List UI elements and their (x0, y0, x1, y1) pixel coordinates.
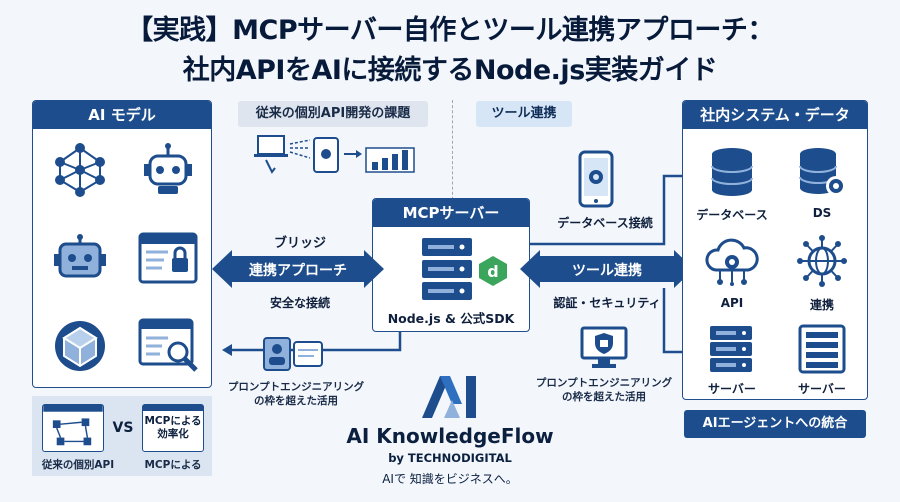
server-stack-icon (418, 236, 476, 302)
profile-card-icon (262, 334, 324, 374)
secure-window-icon (138, 232, 198, 284)
tool-link-arrow (520, 250, 694, 288)
internal-systems-header: 社内システム・データ (683, 101, 867, 129)
bridge-band-label: 連携アプローチ (249, 263, 347, 279)
secure-monitor-icon (580, 326, 628, 370)
brand-by: by TECHNODIGITAL (388, 451, 512, 465)
server-icon (708, 324, 754, 374)
mcp-server-header: MCPサーバー (373, 199, 529, 227)
nodejs-logo-icon: d (476, 254, 510, 288)
mcp-efficiency-box: MCPによる 効率化 (142, 404, 204, 452)
mcp-efficiency-text: MCPによる 効率化 (144, 415, 202, 440)
right-item-label-3: 連携 (809, 298, 834, 312)
title-line-2: 社内APIをAIに接続するNode.js実装ガイド (182, 55, 718, 86)
cloud-gear-icon (702, 236, 762, 286)
server-rack-icon (798, 324, 846, 374)
brand-name: AI KnowledgeFlow (346, 424, 554, 448)
robot-head-icon (140, 142, 196, 198)
auth-security-label: 認証・セキュリティ (553, 296, 661, 310)
agent-integration-tag: AIエージェントへの統合 (684, 410, 866, 438)
right-item-label-0: データベース (696, 208, 768, 222)
cube-model-icon (52, 318, 108, 374)
globe-network-icon (796, 234, 848, 288)
legacy-api-label: 従来の個別API (41, 459, 115, 471)
right-item-label-1: DS (812, 206, 832, 220)
robot-face-icon (52, 234, 108, 284)
tool-link-band-label: ツール連携 (572, 263, 642, 279)
challenge-tag: 従来の個別API開発の課題 (238, 101, 428, 127)
right-item-label-4: サーバー (708, 382, 756, 396)
mcp-server-footer: Node.js & 公式SDK (387, 311, 515, 326)
right-item-label-2: API (720, 296, 744, 310)
challenge-illustration-icon (252, 134, 420, 178)
ai-logo-icon (418, 374, 482, 420)
prompt-left-label: プロンプトエンジニアリング の枠を超えた活用 (227, 381, 365, 407)
database-icon (708, 146, 756, 198)
mobile-gear-icon (578, 150, 614, 208)
vs-label: VS (112, 420, 134, 436)
svg-text:d: d (487, 262, 498, 281)
brand-tagline: AIで 知識をビジネスへ。 (382, 472, 518, 486)
db-link-label: データベース接続 (557, 216, 653, 230)
bridge-top-label: ブリッジ (273, 236, 326, 251)
neural-network-icon (52, 142, 108, 198)
prompt-right-label: プロンプトエンジニアリング の枠を超えた活用 (535, 377, 673, 403)
legacy-api-box (42, 404, 104, 452)
flow-chart-icon (43, 405, 103, 446)
bridge-arrow (212, 250, 384, 288)
right-item-label-5: サーバー (798, 382, 846, 396)
search-window-icon (138, 318, 200, 374)
tool-link-tag: ツール連携 (476, 101, 572, 127)
title-line-1: 【実践】MCPサーバー自作とツール連携アプローチ： (126, 15, 774, 46)
mcp-label: MCPによる (144, 459, 202, 471)
ai-model-panel-header: AI モデル (33, 101, 211, 129)
database-gear-icon (796, 146, 848, 198)
center-divider (452, 100, 453, 210)
bridge-bottom-label: 安全な接続 (269, 296, 330, 310)
